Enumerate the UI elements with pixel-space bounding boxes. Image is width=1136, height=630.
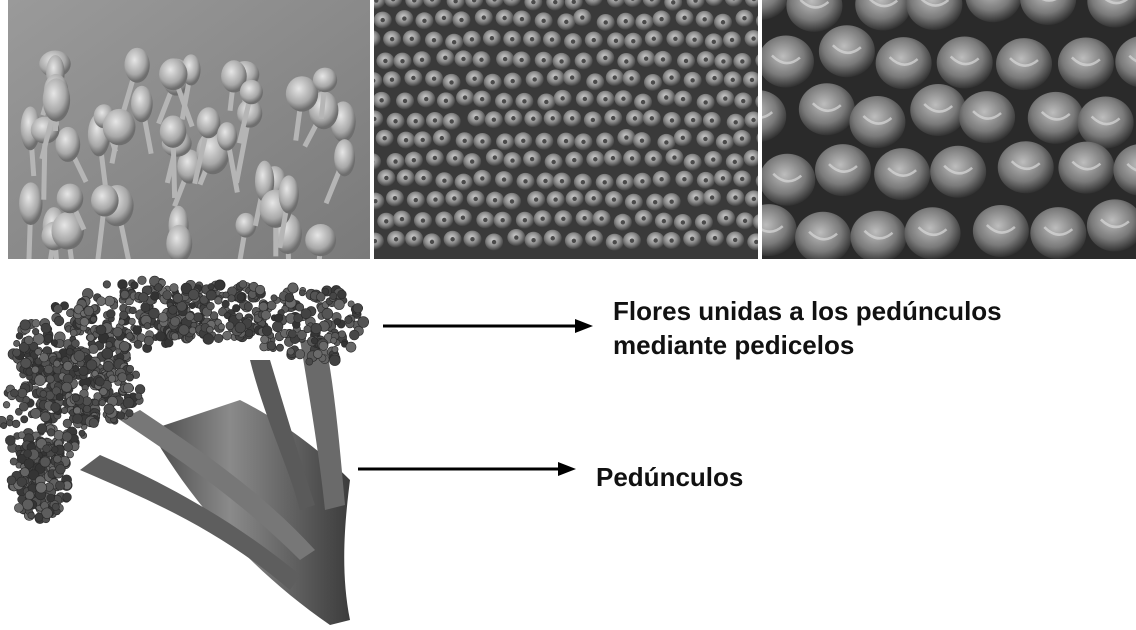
photo-strip: [0, 0, 1136, 259]
arrow-to-flowers-label: [383, 316, 593, 336]
arrow-to-peduncles-label: [358, 459, 576, 479]
broccoli-head-image: [0, 270, 400, 630]
flowers-label-line2: mediante pedicelos: [613, 328, 1113, 362]
flowers-label-line1: Flores unidas a los pedúnculos: [613, 294, 1113, 328]
floret-closeup-photo: [762, 0, 1136, 259]
floret-texture-photo: [374, 0, 758, 259]
peduncles-label: Pedúnculos: [596, 460, 743, 494]
flowers-label: Flores unidas a los pedúnculos mediante …: [613, 294, 1113, 362]
flower-buds-photo: [8, 0, 370, 259]
